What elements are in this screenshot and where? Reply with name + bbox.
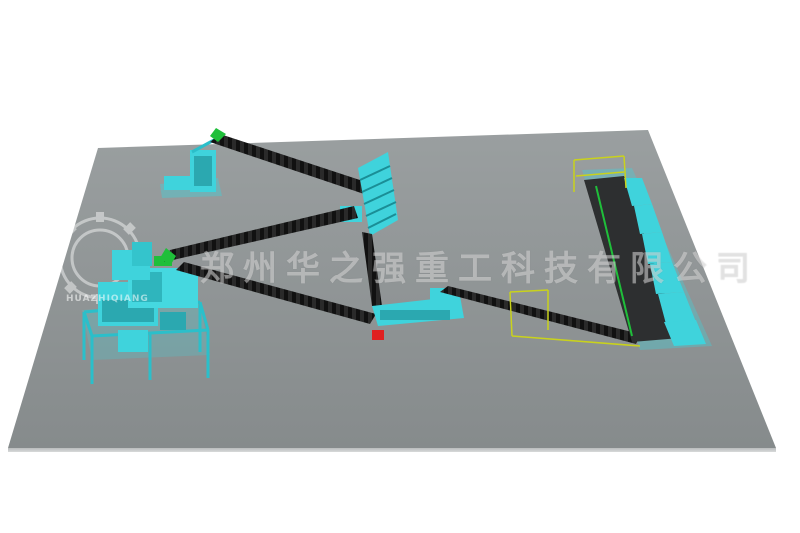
logo-label: HUAZHIQIANG [66, 294, 149, 304]
floor-slab [8, 130, 776, 452]
crusher-station [82, 242, 210, 384]
conveyor-to-silos [440, 286, 640, 344]
hopper-station [160, 138, 222, 198]
conveyor-drum-down [362, 232, 382, 306]
storage-line [509, 155, 712, 350]
conveyor-lower [176, 262, 376, 324]
company-watermark: 郑州华之强重工科技有限公司 [200, 249, 759, 289]
conveyor-upper [210, 128, 372, 194]
conveyor-middle [160, 206, 358, 266]
